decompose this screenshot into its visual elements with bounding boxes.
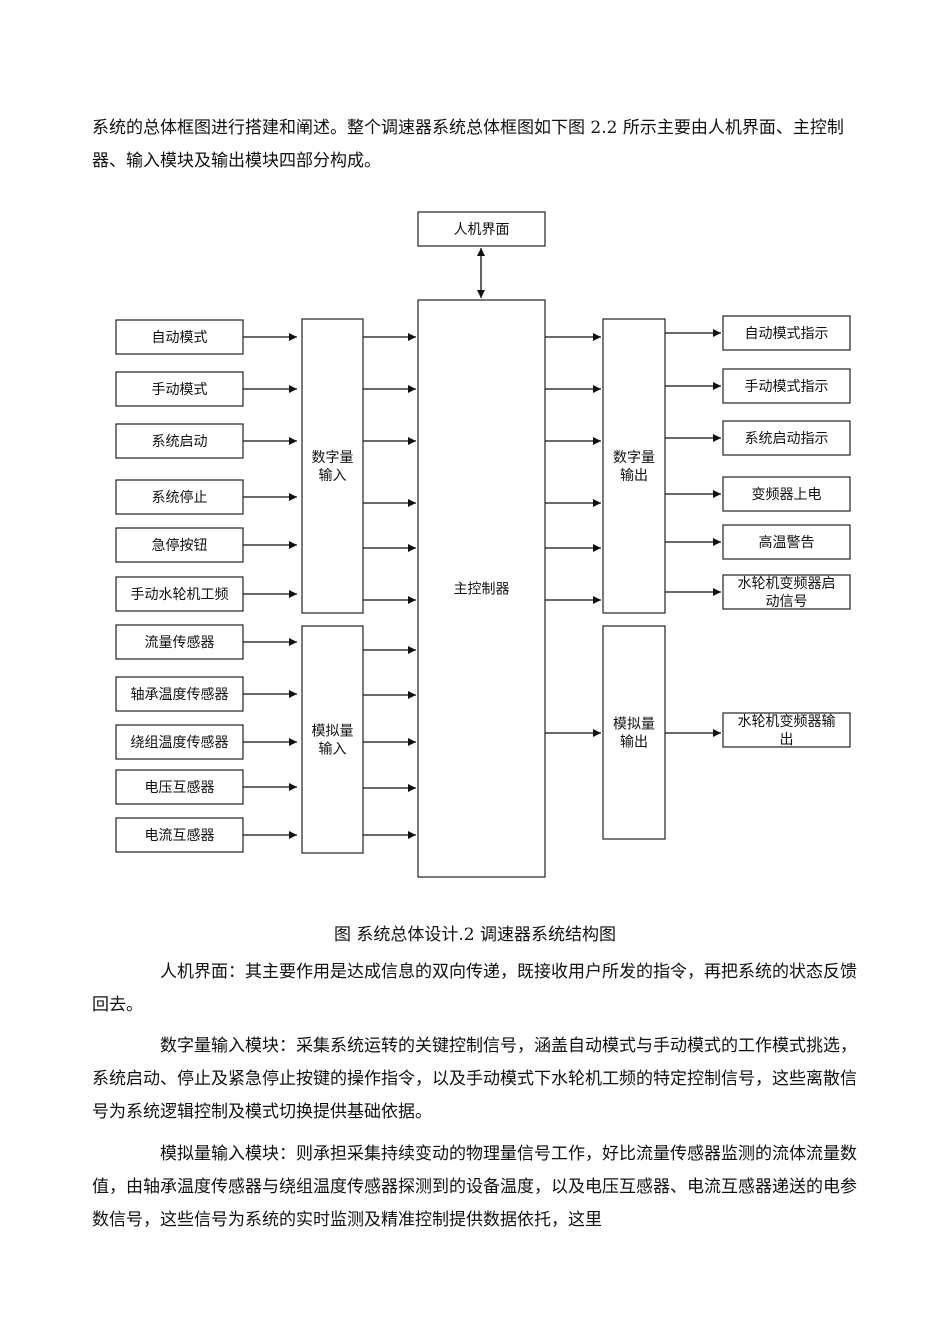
digital-output-signal-label: 高温警告 xyxy=(759,534,815,551)
analog-input-signal: 电流互感器 xyxy=(115,817,244,853)
digital-input-module: 数字量输入 xyxy=(301,318,364,614)
digital-output-signal: 手动模式指示 xyxy=(722,368,851,404)
digital-input-signal: 系统启动 xyxy=(115,423,244,459)
intro-paragraph: 系统的总体框图进行搭建和阐述。整个调速器系统总体框图如下图 2.2 所示主要由人… xyxy=(92,118,844,171)
digital-input-signal: 自动模式 xyxy=(115,319,244,355)
digital-output-signal-label: 自动模式指示 xyxy=(745,326,829,342)
digital-input-signal-label: 自动模式 xyxy=(152,330,208,346)
digital-output-signal-label: 手动模式指示 xyxy=(745,379,829,395)
hmi-box: 人机界面 xyxy=(417,211,546,247)
digital-input-module-label: 数字量 xyxy=(312,450,354,466)
digital-output-signal-label: 动信号 xyxy=(766,594,808,610)
analog-output-module-label: 模拟量 xyxy=(613,717,655,733)
digital-output-signal: 系统启动指示 xyxy=(722,420,851,456)
analog-output-signal-label: 水轮机变频器输 xyxy=(738,714,836,730)
main-controller-box-label: 主控制器 xyxy=(454,582,510,598)
analog-input-signal: 轴承温度传感器 xyxy=(115,676,244,712)
analog-input-signal-label: 轴承温度传感器 xyxy=(131,686,229,703)
digital-output-signal: 高温警告 xyxy=(722,524,851,560)
digital-output-signal: 变频器上电 xyxy=(722,476,851,512)
system-structure-diagram: 人机界面主控制器数字量输入模拟量输入数字量输出模拟量输出自动模式手动模式系统启动… xyxy=(115,211,851,878)
analog-input-signal: 电压互感器 xyxy=(115,769,244,805)
analog-input-module-label: 模拟量 xyxy=(312,724,354,740)
digital-input-signal-label: 手动水轮机工频 xyxy=(131,587,229,603)
digital-input-signal-label: 系统停止 xyxy=(152,489,208,506)
digital-output-module-label: 数字量 xyxy=(613,450,655,466)
digital-output-signal-label: 系统启动指示 xyxy=(745,431,829,447)
digital-input-signal-label: 系统启动 xyxy=(152,434,208,450)
digital-output-signal-label: 水轮机变频器启 xyxy=(738,576,836,592)
analog-output-signal-label: 出 xyxy=(780,732,794,748)
analog-input-module-label: 输入 xyxy=(319,742,347,758)
digital-output-signal: 自动模式指示 xyxy=(722,315,851,351)
digital-input-signal: 急停按钮 xyxy=(115,527,244,563)
digital-input-module-label: 输入 xyxy=(319,468,347,484)
analog-output-module-label: 输出 xyxy=(620,735,648,751)
analog-input-signal-label: 流量传感器 xyxy=(145,634,215,651)
hmi-box-label: 人机界面 xyxy=(454,222,510,238)
hmi-paragraph: 人机界面：其主要作用是达成信息的双向传递，既接收用户所发的指令，再把系统的状态反… xyxy=(92,962,857,1015)
analog-input-signal: 绕组温度传感器 xyxy=(115,724,244,760)
main-controller-box: 主控制器 xyxy=(417,299,546,878)
analog-input-paragraph: 模拟量输入模块：则承担采集持续变动的物理量信号工作，好比流量传感器监测的流体流量… xyxy=(92,1144,857,1230)
figure-caption: 图 系统总体设计.2 调速器系统结构图 xyxy=(333,925,617,945)
analog-input-signal: 流量传感器 xyxy=(115,624,244,660)
digital-output-signal-label: 变频器上电 xyxy=(752,487,822,503)
digital-input-signal: 手动水轮机工频 xyxy=(115,576,244,612)
digital-input-signal: 手动模式 xyxy=(115,371,244,407)
digital-input-signal: 系统停止 xyxy=(115,479,244,515)
digital-input-paragraph: 数字量输入模块：采集系统运转的关键控制信号，涵盖自动模式与手动模式的工作模式挑选… xyxy=(92,1036,857,1122)
digital-input-signal-label: 手动模式 xyxy=(152,382,208,398)
digital-input-signal-label: 急停按钮 xyxy=(152,537,208,554)
analog-input-signal-label: 电压互感器 xyxy=(145,779,215,796)
analog-input-module: 模拟量输入 xyxy=(301,625,364,854)
digital-output-module-label: 输出 xyxy=(620,468,648,484)
analog-input-signal-label: 绕组温度传感器 xyxy=(131,734,229,751)
analog-input-signal-label: 电流互感器 xyxy=(145,827,215,844)
